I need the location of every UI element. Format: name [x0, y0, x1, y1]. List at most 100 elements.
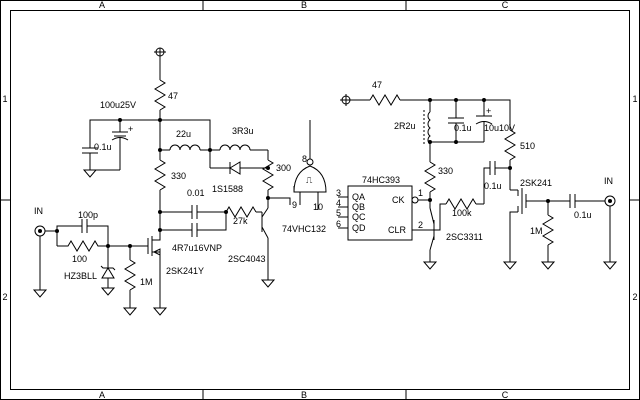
- frame-col-c-top: C: [502, 0, 509, 10]
- inductor-2r2u: [423, 100, 431, 162]
- label-c01u-coupling: 0.1u: [484, 181, 502, 191]
- input-connector-left: [32, 225, 57, 298]
- resistor-100k: [445, 198, 484, 210]
- label-in-right: IN: [604, 176, 613, 186]
- label-q-2sk241: 2SK241: [520, 178, 552, 188]
- label-l3r3u: 3R3u: [232, 126, 254, 136]
- frame-col-b-top: B: [301, 0, 307, 10]
- label-pin3: 3: [336, 188, 341, 198]
- resistor-1m-right: [540, 201, 556, 270]
- frame-col-b-bottom: B: [301, 390, 307, 400]
- label-u-74hc393: 74HC393: [362, 175, 400, 185]
- resistor-1m-left: [122, 259, 138, 316]
- label-c100u25v: 100u25V: [100, 100, 136, 110]
- frame-col-a-bottom: A: [99, 390, 105, 400]
- label-hz3bll: HZ3BLL: [64, 271, 97, 281]
- svg-text:⎍: ⎍: [306, 175, 313, 185]
- label-q-2sc3311: 2SC3311: [446, 232, 483, 242]
- label-c10u10v: 10u10V: [484, 123, 515, 133]
- label-c100p: 100p: [78, 210, 98, 220]
- output-connector-right: [602, 195, 618, 270]
- label-in-left: IN: [34, 206, 43, 216]
- diode-1s1588: [229, 161, 268, 175]
- label-c01u-out: 0.1u: [574, 210, 592, 220]
- label-l2r2u: 2R2u: [394, 121, 416, 131]
- frame-col-a-top: A: [99, 0, 105, 10]
- wire-small-cap-right: [197, 212, 227, 231]
- svg-text:+: +: [128, 124, 133, 134]
- label-r47-top: 47: [168, 91, 178, 101]
- capacitor-0-1u-out: [569, 194, 576, 208]
- wire-coupling: [483, 167, 490, 204]
- resistor-330-right: [424, 161, 436, 200]
- junction-caps-gnd-b: [428, 140, 432, 144]
- resistor-510: [504, 129, 516, 190]
- label-u-74vhc132: 74VHC132: [282, 224, 326, 234]
- resistor-47-top: [154, 79, 166, 120]
- label-pin10: 10: [313, 202, 323, 212]
- capacitor-100u25v: +: [90, 120, 133, 171]
- wire-to-gate: [268, 197, 291, 205]
- label-qa: QA: [352, 192, 365, 202]
- label-r100k: 100k: [452, 208, 472, 218]
- resistor-47-right: [369, 94, 401, 106]
- label-pin8: 8: [302, 154, 307, 164]
- label-qc: QC: [352, 212, 366, 222]
- label-r330-right: 330: [438, 166, 453, 176]
- frame-row-2-right: 2: [632, 292, 637, 302]
- label-clr: CLR: [388, 225, 407, 235]
- frame-row-1-left: 1: [2, 94, 7, 104]
- fet-2sk241: [502, 188, 548, 270]
- label-pin1: 1: [418, 188, 423, 198]
- junction-510-bottom: [508, 166, 512, 170]
- junction-drain: [158, 228, 162, 232]
- counter-74hc393: [338, 185, 434, 241]
- label-d1s1588: 1S1588: [212, 184, 243, 194]
- zener-hz3bll: [100, 246, 116, 296]
- label-q-4r7u16vnp: 4R7u16VNP: [172, 243, 222, 253]
- label-r100: 100: [72, 254, 87, 264]
- inductor-22u: [160, 144, 210, 151]
- label-c01u-left: 0.1u: [94, 142, 112, 152]
- capacitor-10u10v: +: [475, 100, 493, 142]
- wire-100p-right: [87, 225, 109, 246]
- transistor-2sc3311: [422, 203, 446, 270]
- capacitor-100p: [81, 219, 88, 233]
- label-r47-right: 47: [372, 80, 382, 90]
- frame-col-c-bottom: C: [502, 390, 509, 400]
- label-pin5: 5: [336, 208, 341, 218]
- label-r300: 300: [276, 163, 291, 173]
- label-r330-left: 330: [171, 171, 186, 181]
- capacitor-0-1u-coupling: [489, 161, 496, 175]
- capacitor-0-1u-left: [82, 140, 98, 178]
- wire-1m-left-top: [108, 245, 131, 260]
- label-pin6: 6: [336, 219, 341, 229]
- label-c01u-mid: 0.1u: [454, 123, 472, 133]
- label-qd: QD: [352, 223, 366, 233]
- capacitor-0-01: [191, 205, 198, 219]
- junction-300-top: [266, 166, 270, 170]
- label-pin4: 4: [336, 198, 341, 208]
- inductor-3r3u: [210, 144, 268, 151]
- label-ck: CK: [392, 195, 405, 205]
- svg-text:+: +: [486, 106, 491, 116]
- label-pin2: 2: [418, 220, 423, 230]
- fet-2sk241y: [147, 212, 168, 316]
- label-r1m-right: 1M: [530, 226, 543, 236]
- wire-100p-left: [56, 225, 82, 231]
- frame-row-2-left: 2: [2, 292, 7, 302]
- resistor-330-left: [154, 150, 166, 212]
- transistor-2sc4043: [260, 198, 276, 288]
- label-l22u: 22u: [176, 129, 191, 139]
- resistor-100: [57, 240, 108, 252]
- label-r1m-left: 1M: [140, 277, 153, 287]
- capacitor-0-1u-mid: [448, 100, 464, 142]
- label-pin9: 9: [292, 200, 297, 210]
- frame-row-1-right: 1: [632, 94, 637, 104]
- resistor-27k: [225, 206, 262, 218]
- power-terminal-right: [340, 94, 370, 106]
- nand-gate-74vhc132: ⎍: [293, 120, 327, 210]
- wire-rail-right: [400, 99, 511, 130]
